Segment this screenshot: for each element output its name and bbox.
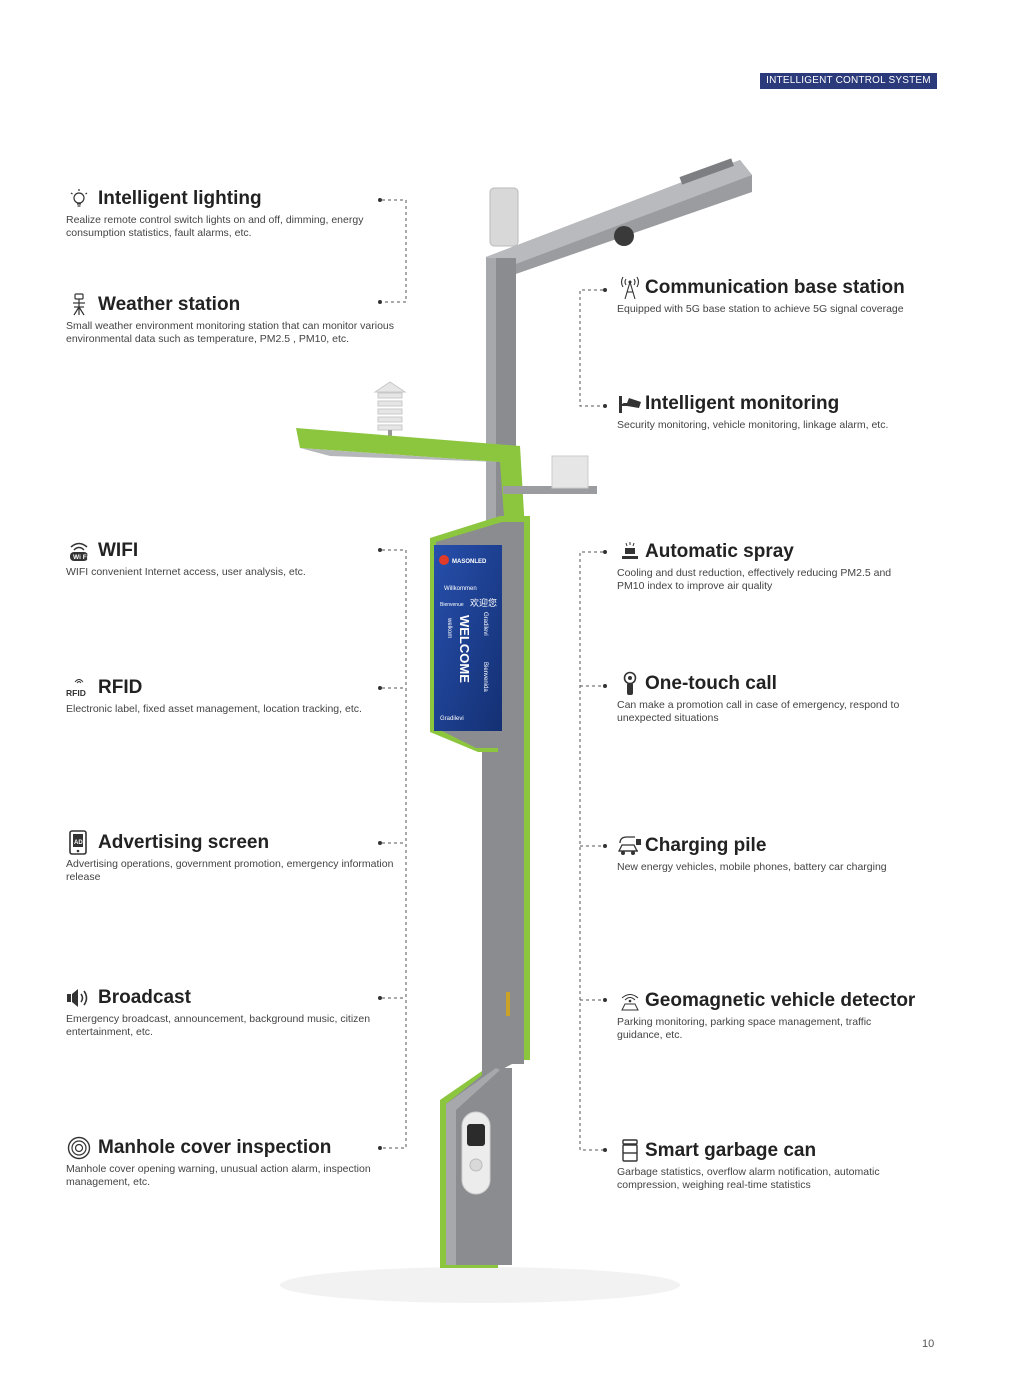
- feature-title: Smart garbage can: [645, 1140, 817, 1161]
- svg-text:RFID: RFID: [66, 688, 86, 698]
- antenna-icon: [617, 276, 643, 300]
- feature-desc: Security monitoring, vehicle monitoring,…: [617, 419, 889, 431]
- feature-rfid: RFID RFID Electronic label, fixed asset …: [66, 675, 396, 716]
- feature-desc: WIFI convenient Internet access, user an…: [66, 566, 306, 578]
- feature-desc: Realize remote control switch lights on …: [66, 214, 364, 239]
- feature-desc: Garbage statistics, overflow alarm notif…: [617, 1166, 880, 1191]
- screen-line-7: Gradilevi: [440, 716, 464, 722]
- feature-advertising-screen: AD Advertising screen Advertising operat…: [66, 830, 396, 884]
- feature-desc: Small weather environment monitoring sta…: [66, 320, 394, 345]
- screen-logo-icon: [439, 555, 449, 565]
- speaker-icon: [66, 986, 92, 1010]
- camera-icon: [617, 392, 643, 416]
- feature-desc: Cooling and dust reduction, effectively …: [617, 567, 892, 592]
- feature-title: RFID: [98, 677, 143, 698]
- feature-intelligent-monitoring: Intelligent monitoring Security monitori…: [617, 391, 947, 432]
- feature-desc: Electronic label, fixed asset management…: [66, 703, 362, 715]
- feature-title: WIFI: [98, 540, 139, 561]
- feature-title: Intelligent lighting: [98, 188, 262, 209]
- feature-smart-garbage-can: Smart garbage can Garbage statistics, ov…: [617, 1138, 932, 1192]
- screen-line-3: WELCOME: [457, 615, 472, 683]
- feature-title: Charging pile: [645, 835, 767, 856]
- screen-brand: MASONLED: [452, 559, 487, 565]
- feature-title: Automatic spray: [645, 541, 794, 562]
- svg-text:Wi Fi: Wi Fi: [73, 554, 89, 561]
- feature-title: One-touch call: [645, 673, 777, 694]
- wifi-icon: Wi Fi: [66, 539, 92, 563]
- feature-title: Intelligent monitoring: [645, 393, 840, 414]
- feature-title: Manhole cover inspection: [98, 1137, 332, 1158]
- screen-line-2: 欢迎您: [470, 597, 497, 609]
- page-number: 10: [922, 1338, 935, 1350]
- feature-desc: Can make a promotion call in case of eme…: [617, 699, 900, 724]
- feature-desc: Manhole cover opening warning, unusual a…: [66, 1163, 371, 1188]
- feature-desc: Parking monitoring, parking space manage…: [617, 1016, 872, 1041]
- screen-line-5: Gradilevi: [482, 612, 488, 636]
- feature-desc: Emergency broadcast, announcement, backg…: [66, 1013, 371, 1038]
- feature-title: Communication base station: [645, 277, 905, 298]
- screen-line-1: Bienvenue: [440, 602, 464, 608]
- feature-desc: New energy vehicles, mobile phones, batt…: [617, 861, 887, 873]
- feature-geomagnetic-detector: Geomagnetic vehicle detector Parking mon…: [617, 988, 947, 1042]
- feature-charging-pile: Charging pile New energy vehicles, mobil…: [617, 833, 947, 874]
- feature-communication-base-station: Communication base station Equipped with…: [617, 275, 947, 316]
- feature-title: Broadcast: [98, 987, 191, 1008]
- screen-line-6: Bienvenida: [482, 662, 488, 692]
- feature-desc: Advertising operations, government promo…: [66, 858, 394, 883]
- lightbulb-icon: [66, 187, 92, 211]
- manhole-icon: [66, 1136, 92, 1160]
- call-button-icon: [617, 671, 643, 696]
- feature-weather-station: Weather station Small weather environmen…: [66, 292, 396, 346]
- feature-wifi: Wi Fi WIFI WIFI convenient Internet acce…: [66, 538, 396, 579]
- feature-intelligent-lighting: Intelligent lighting Realize remote cont…: [66, 186, 396, 240]
- feature-title: Advertising screen: [98, 832, 270, 853]
- feature-automatic-spray: Automatic spray Cooling and dust reducti…: [617, 539, 917, 593]
- svg-text:AD: AD: [74, 840, 83, 846]
- feature-title: Geomagnetic vehicle detector: [645, 990, 916, 1011]
- screen-line-0: Willkommen: [444, 586, 477, 592]
- garbage-can-icon: [617, 1139, 643, 1163]
- weather-station-icon: [66, 293, 92, 317]
- feature-one-touch-call: One-touch call Can make a promotion call…: [617, 671, 932, 725]
- charging-icon: [617, 834, 643, 858]
- header-tag: INTELLIGENT CONTROL SYSTEM: [760, 73, 937, 89]
- feature-broadcast: Broadcast Emergency broadcast, announcem…: [66, 985, 396, 1039]
- feature-desc: Equipped with 5G base station to achieve…: [617, 303, 904, 315]
- rfid-icon: RFID: [66, 676, 92, 700]
- spray-icon: [617, 540, 643, 564]
- ad-screen-icon: AD: [66, 830, 92, 855]
- feature-title: Weather station: [98, 294, 241, 315]
- geomagnetic-icon: [617, 989, 643, 1013]
- feature-manhole-cover: Manhole cover inspection Manhole cover o…: [66, 1135, 396, 1189]
- screen-line-4: welkom: [446, 617, 452, 638]
